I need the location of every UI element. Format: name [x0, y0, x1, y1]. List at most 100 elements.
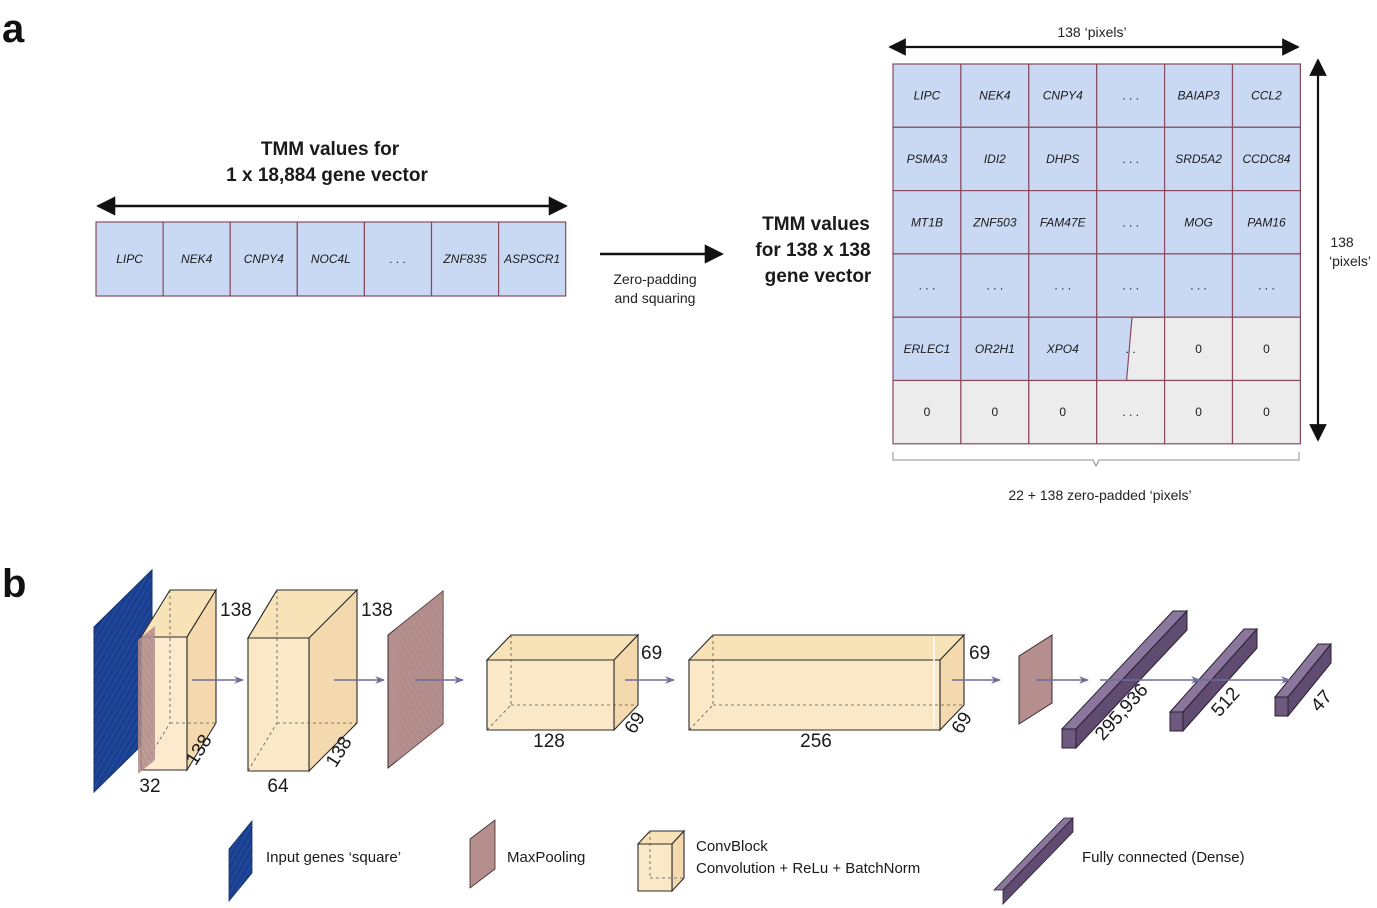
matrix-cell [960, 379, 1030, 445]
panel-b-letter: b [2, 562, 26, 606]
matrix-gene-label: NEK4 [979, 89, 1011, 103]
vector-cell [229, 221, 298, 297]
convblock-4 [687, 633, 966, 732]
matrix-cell [892, 316, 962, 382]
block1-depth-label: 32 [139, 776, 160, 797]
matrix-cell [1096, 379, 1166, 445]
matrix-cell [1028, 379, 1098, 445]
vector-title-line1: TMM values for [261, 139, 400, 160]
matrix-gene-label: MOG [1184, 215, 1213, 229]
matrix-height-label-line2: ‘pixels’ [1329, 253, 1371, 269]
matrix-gene-label: ERLEC1 [904, 342, 951, 356]
block1-height-label: 138 [220, 600, 252, 621]
matrix-cell [1096, 63, 1166, 128]
dense3-units-label: 47 [1307, 686, 1337, 716]
matrix-gene-label: FAM47E [1040, 215, 1087, 229]
matrix-gene-label: IDI2 [984, 152, 1006, 166]
vector-cell [498, 221, 567, 297]
vector-gene-label: . . . [390, 252, 407, 266]
matrix-zero-value: 0 [924, 405, 931, 419]
matrix-title-line1: TMM values [762, 214, 870, 235]
matrix-gene-label: . . . [987, 279, 1004, 293]
matrix-cell [1028, 316, 1098, 382]
block2-height-label: 138 [361, 600, 393, 621]
block4-depth-label: 256 [800, 731, 832, 752]
transform-label-line1: Zero-padding [613, 271, 696, 287]
matrix-cell [1028, 253, 1098, 318]
matrix-gene-label: . . . [919, 279, 936, 293]
matrix-zero-value: 0 [1195, 405, 1202, 419]
matrix-gene-label: CNPY4 [1043, 89, 1083, 103]
matrix-split-line [1125, 317, 1133, 381]
matrix-cell [1163, 190, 1234, 255]
matrix-cell [960, 63, 1030, 128]
matrix-title-line2: for 138 x 138 [755, 240, 870, 261]
matrix-cell-split-gene-part [1096, 317, 1133, 381]
matrix-cell [1028, 63, 1098, 128]
zero-padding-label: 22 + 138 zero-padded ‘pixels’ [1008, 487, 1191, 503]
matrix-cell [1231, 190, 1302, 255]
block3-height-label: 69 [641, 643, 662, 664]
matrix-gene-label: MT1B [911, 215, 943, 229]
matrix-gene-label: PAM16 [1247, 215, 1286, 229]
matrix-title-line3: gene vector [765, 266, 872, 287]
legend-input-swatch [228, 819, 253, 903]
vector-cell [162, 221, 231, 297]
matrix-cell [1163, 63, 1234, 128]
matrix-gene-label: XPO4 [1046, 342, 1079, 356]
matrix-gene-label: . . . [1122, 279, 1139, 293]
matrix-cell [1163, 379, 1234, 445]
transform-label-line2: and squaring [615, 290, 696, 306]
vector-cell [430, 221, 500, 297]
matrix-cell [892, 126, 962, 192]
convblock-2 [247, 588, 359, 773]
matrix-gene-label: CCDC84 [1242, 152, 1290, 166]
matrix-cell [892, 253, 962, 318]
matrix-gene-label: . . . [1258, 279, 1275, 293]
maxpooling-layer-2 [1018, 634, 1053, 725]
vector-gene-label: ZNF835 [442, 252, 487, 266]
matrix-cell [1231, 126, 1302, 192]
vector-gene-label: NEK4 [181, 252, 213, 266]
input-overlap-shading [138, 626, 155, 774]
block4-height-label: 69 [969, 643, 990, 664]
matrix-gene-label: . . . [1122, 89, 1139, 103]
matrix-gene-label: PSMA3 [907, 152, 948, 166]
legend-convblock-swatch [636, 829, 686, 893]
vector-gene-label: ASPSCR1 [503, 252, 560, 266]
maxpooling-1-hatch [397, 591, 443, 761]
matrix-cell [892, 379, 962, 445]
matrix-zero-value: 0 [992, 405, 999, 419]
vector-title-line2: 1 x 18,884 gene vector [226, 165, 428, 186]
matrix-width-label: 138 ‘pixels’ [1057, 24, 1126, 40]
matrix-gene-label: SRD5A2 [1175, 152, 1222, 166]
matrix-gene-label: . . . [1122, 152, 1139, 166]
matrix-zero-value: 0 [1263, 405, 1270, 419]
matrix-cell [1096, 253, 1166, 318]
matrix-gene-label: BAIAP3 [1178, 89, 1220, 103]
matrix-cell [1163, 126, 1234, 192]
matrix-cell [892, 190, 962, 255]
matrix-cell [1028, 190, 1098, 255]
panel-a-letter: a [2, 7, 25, 51]
legend-dense-label: Fully connected (Dense) [1082, 849, 1245, 866]
matrix-gene-label: . . . [1054, 279, 1071, 293]
matrix-gene-label: ZNF503 [972, 215, 1017, 229]
matrix-zero-value: 0 [1195, 342, 1202, 356]
vector-gene-label: NOC4L [311, 252, 351, 266]
matrix-cell [960, 253, 1030, 318]
legend-dense-swatch [993, 817, 1074, 905]
legend-maxpool-label: MaxPooling [507, 849, 585, 866]
zero-padding-brace [892, 452, 1300, 468]
legend-input-label: Input genes ‘square’ [266, 849, 401, 866]
matrix-gene-label: DHPS [1046, 152, 1079, 166]
matrix-zero-value: 0 [1263, 342, 1270, 356]
legend-convblock-label: ConvBlock [696, 838, 768, 855]
matrix-gene-label: LIPC [914, 89, 941, 103]
convblock-3 [485, 633, 640, 732]
vector-gene-label: CNPY4 [244, 252, 284, 266]
